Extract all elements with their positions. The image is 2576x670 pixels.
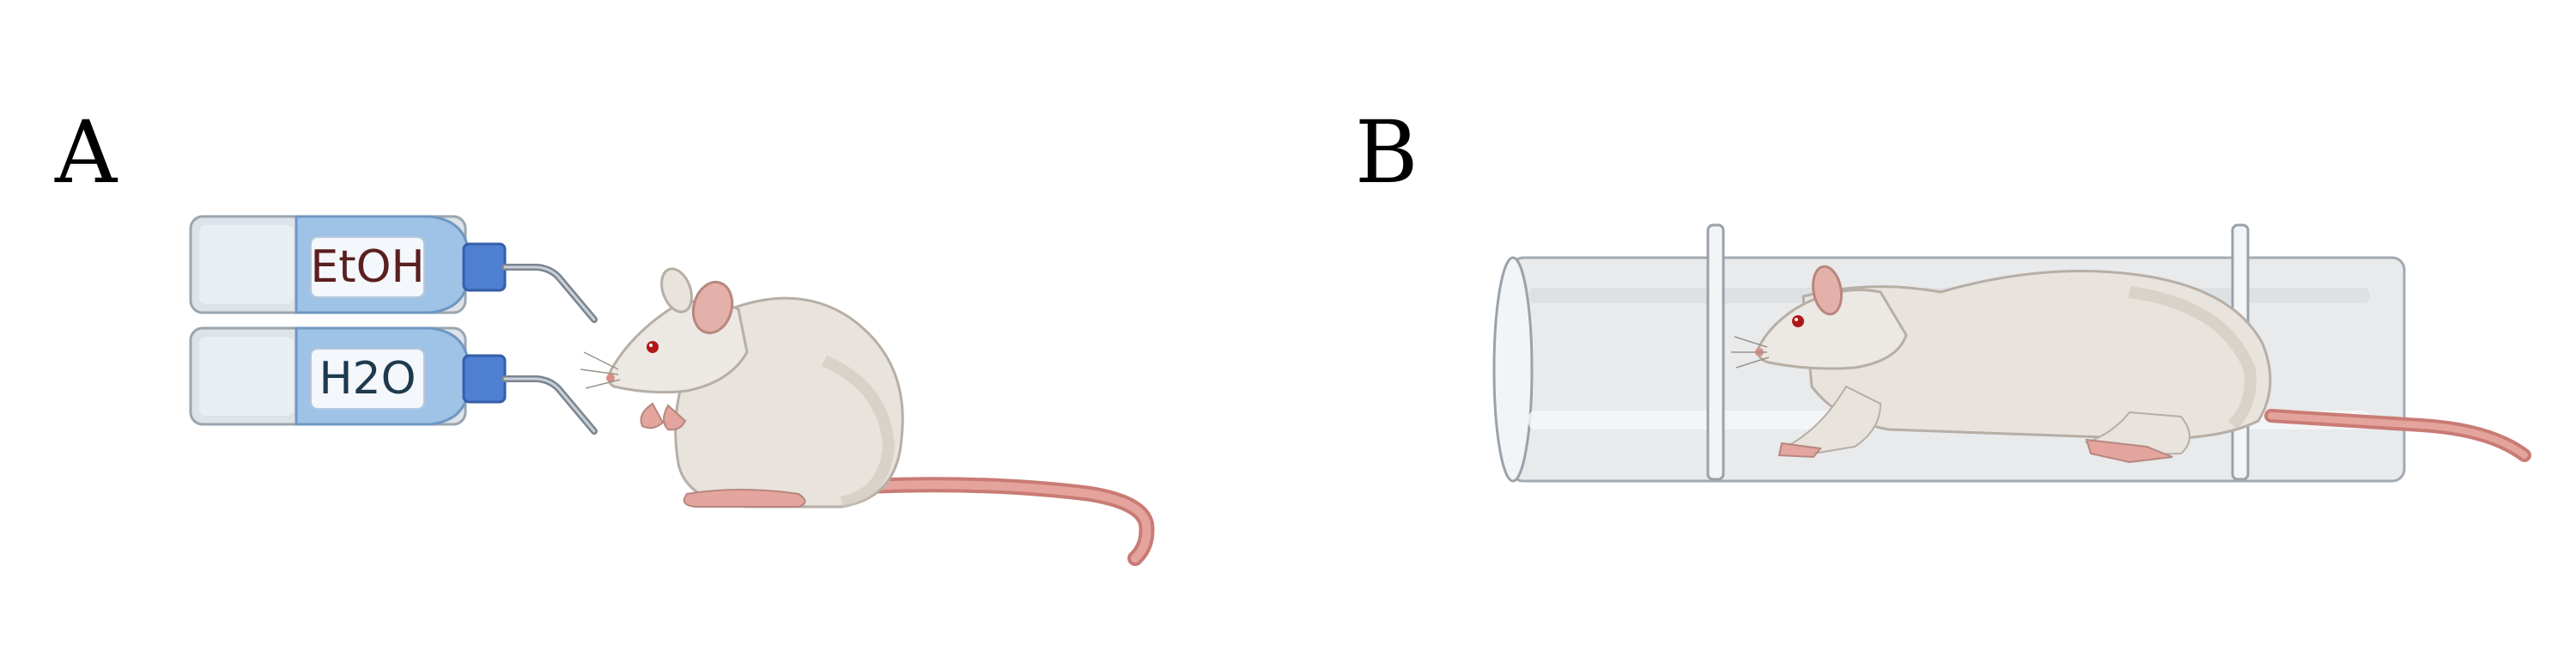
panel-a: A EtOH H2O <box>55 102 1155 566</box>
panel-b-letter: B <box>1355 102 1419 203</box>
h2o-bottle-icon: H2O <box>189 326 598 435</box>
restrained-rat-icon <box>1731 265 2531 464</box>
panel-a-letter: A <box>55 102 118 203</box>
h2o-label: H2O <box>319 353 416 405</box>
etoh-bottle-icon: EtOH <box>189 215 598 323</box>
panel-a-illustration: EtOH H2O <box>189 215 1155 566</box>
panel-b-illustration <box>1492 223 2531 483</box>
panel-b: B <box>1288 0 2576 670</box>
sitting-rat-icon <box>580 267 1155 566</box>
etoh-label: EtOH <box>310 241 424 293</box>
